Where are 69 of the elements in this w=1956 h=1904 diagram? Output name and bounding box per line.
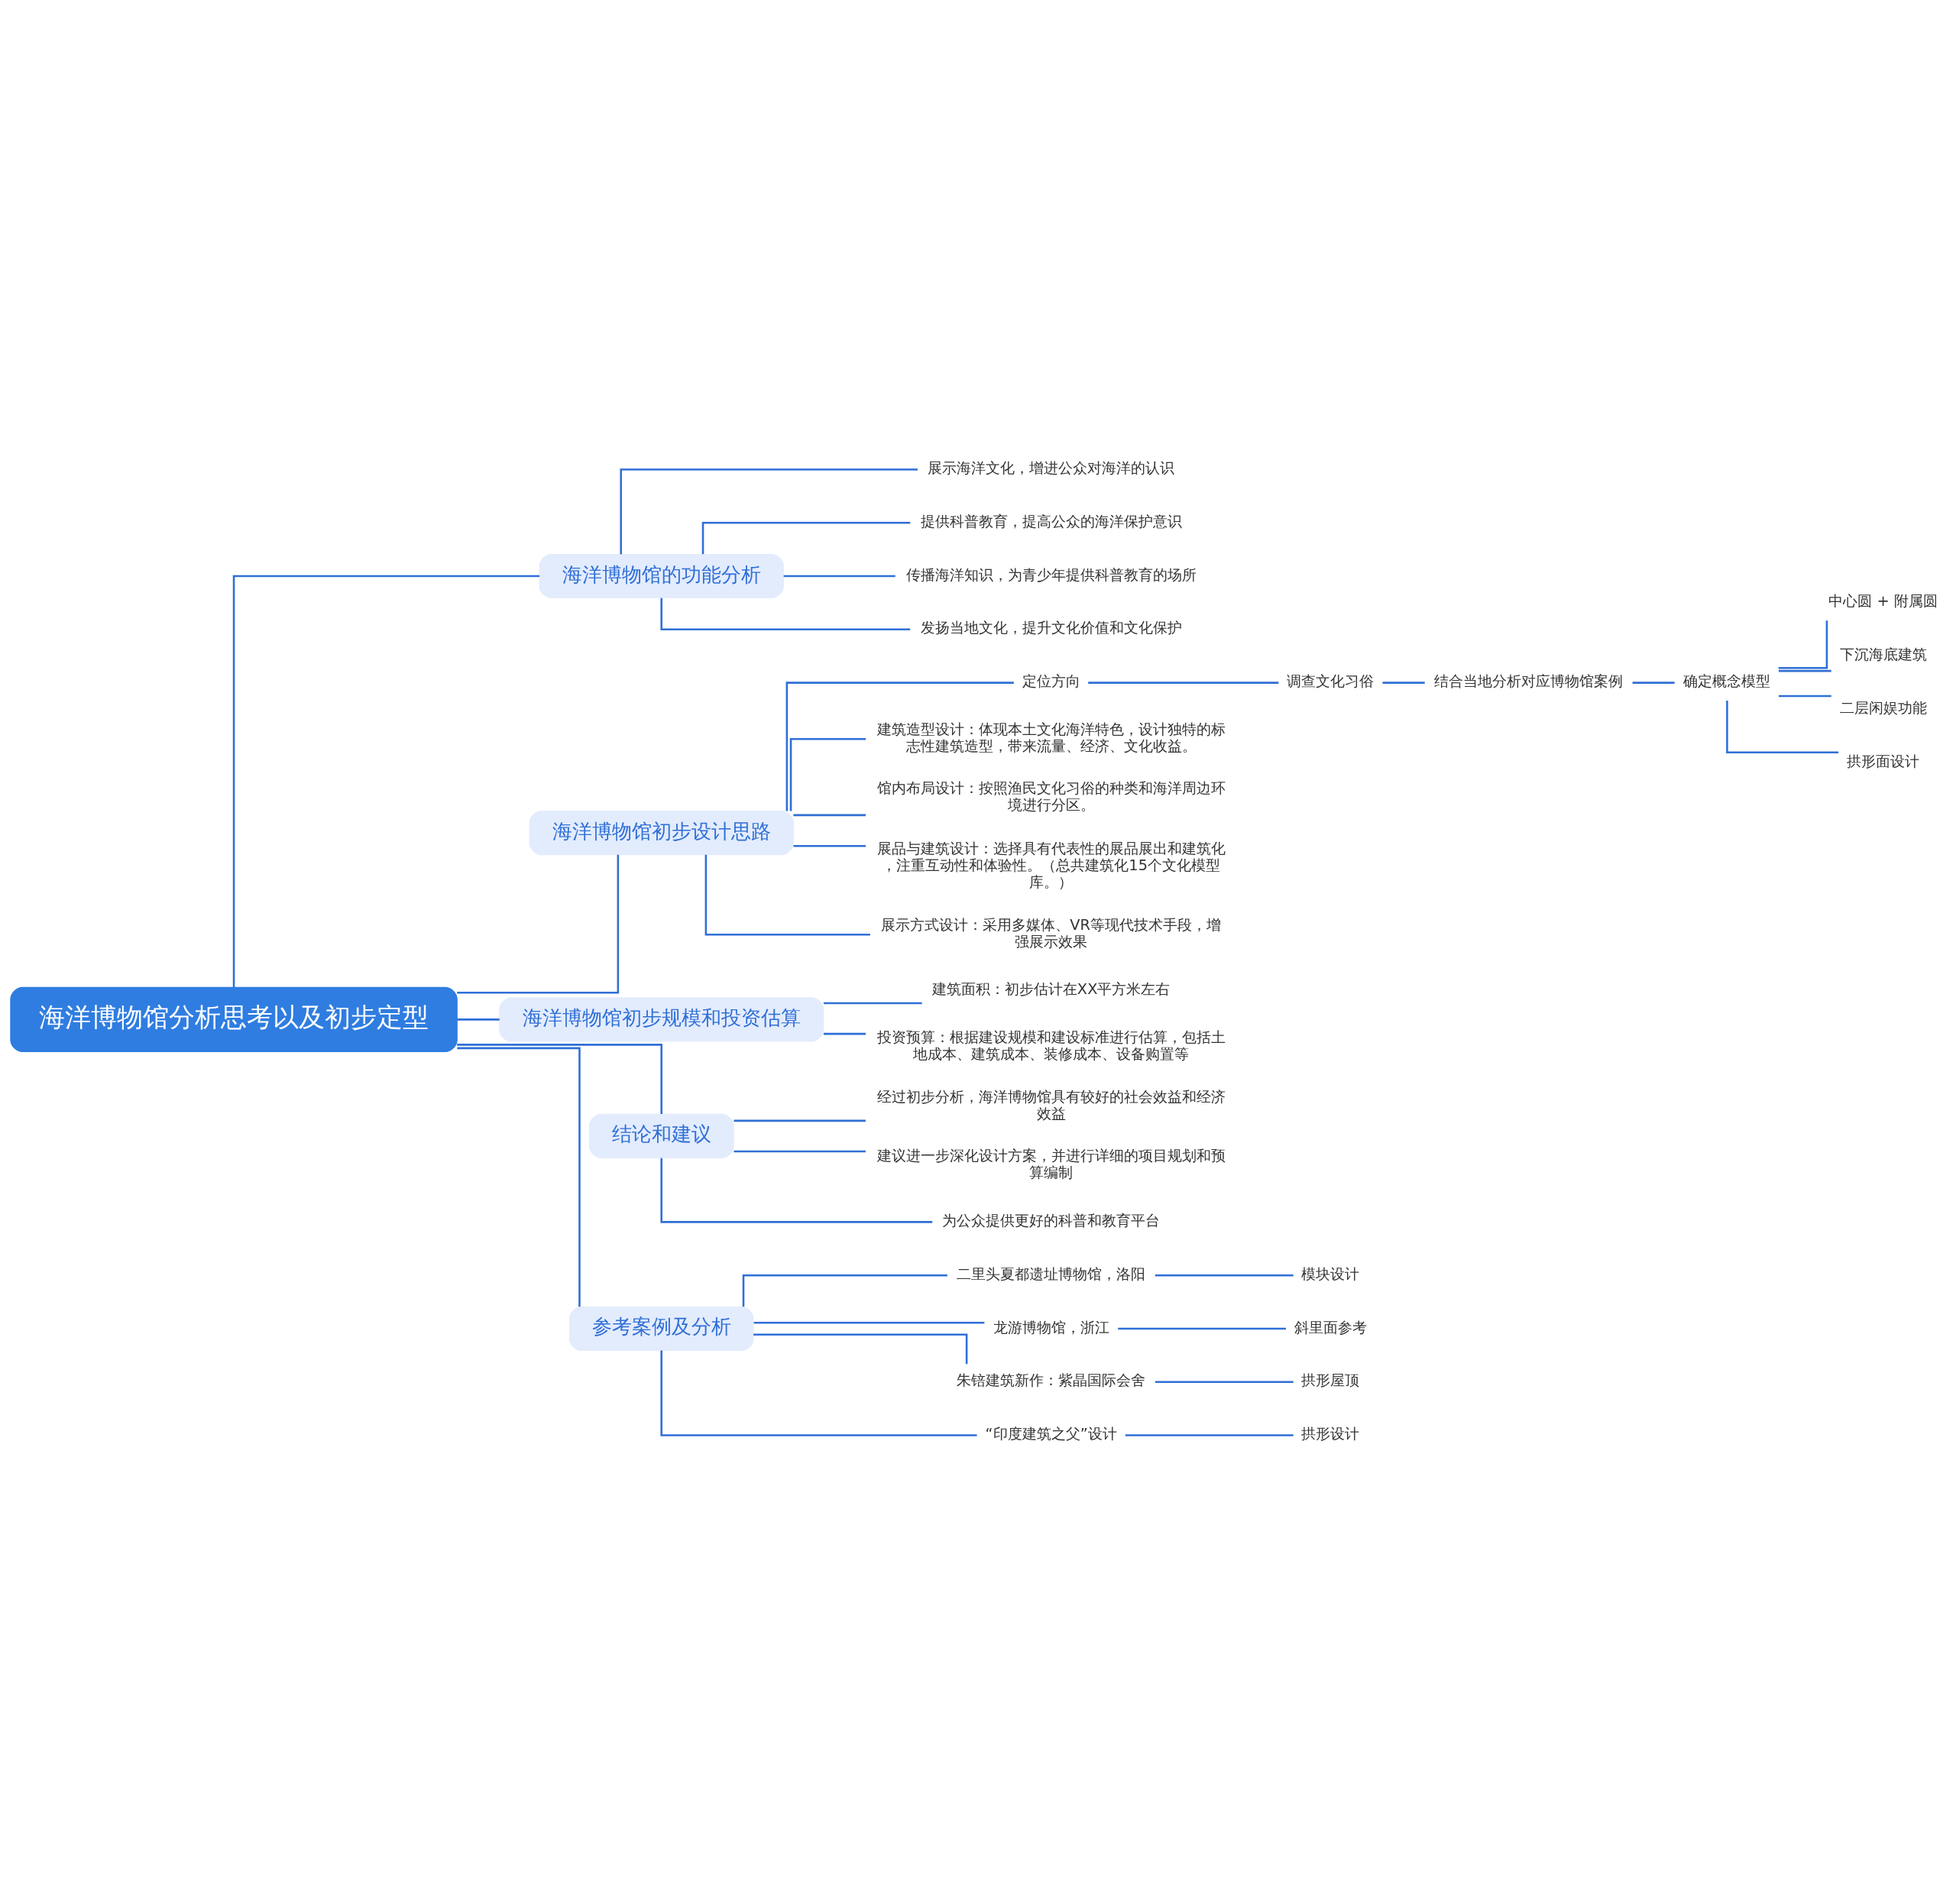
- connector: [1779, 695, 1831, 697]
- connector: [742, 1274, 947, 1307]
- connector: [457, 854, 620, 993]
- node-text: 模块设计: [1301, 1264, 1360, 1283]
- node-text: 斜里面参考: [1294, 1317, 1367, 1336]
- node-text: 中心圆 + 附属圆: [1828, 591, 1938, 610]
- connector: [1778, 620, 1828, 669]
- connector: [660, 1158, 933, 1223]
- connector: [1088, 681, 1279, 684]
- node-text: “印度建筑之父”设计: [985, 1424, 1117, 1443]
- connector: [620, 468, 918, 554]
- node-text: 传播海洋知识，为青少年提供科普教育的场所: [905, 565, 1197, 584]
- node-box: 海洋博物馆初步设计思路: [529, 810, 794, 855]
- connector: [753, 1321, 985, 1323]
- node-text: 龙游博物馆，浙江: [993, 1317, 1109, 1336]
- connector: [232, 575, 540, 987]
- node-text: 二层闲娱功能: [1839, 698, 1927, 717]
- node-text: 结合当地分析对应博物馆案例: [1434, 672, 1624, 690]
- node-text: 拱形设计: [1301, 1424, 1360, 1443]
- connector: [1154, 1380, 1294, 1383]
- node-box: 海洋博物馆初步规模和投资估算: [499, 996, 824, 1041]
- connector: [785, 681, 1014, 811]
- node-text: 馆内布局设计：按照渔民文化习俗的种类和海洋周边环境进行分区。: [876, 779, 1226, 814]
- node-text: 调查文化习俗: [1287, 672, 1375, 690]
- node-text: 提供科普教育，提高公众的海洋保护意识: [920, 512, 1182, 530]
- connector: [1632, 681, 1675, 684]
- node-text: 定位方向: [1022, 672, 1080, 690]
- connector: [753, 1332, 968, 1364]
- node-text: 展品与建筑设计：选择具有代表性的展品展出和建筑化，注重互动性和体验性。（总共建筑化15个文化模型库。）: [876, 839, 1226, 891]
- node-text: 拱形面设计: [1847, 752, 1920, 770]
- connector: [457, 1018, 500, 1021]
- connector: [660, 597, 911, 630]
- node-text: 展示方式设计：采用多媒体、VR等现代技术手段，增强展示效果: [881, 915, 1222, 950]
- node-text: 经过初步分析，海洋博物馆具有较好的社会效益和经济效益: [876, 1087, 1226, 1122]
- node-text: 发扬当地文化，提升文化价值和文化保护: [920, 618, 1182, 636]
- node-text: 展示海洋文化，增进公众对海洋的认识: [928, 458, 1175, 477]
- node-box: 海洋博物馆分析思考以及初步定型: [10, 986, 458, 1052]
- connector: [704, 854, 870, 936]
- connector: [1382, 681, 1425, 684]
- node-text: 确定概念模型: [1682, 672, 1770, 690]
- connector: [1118, 1327, 1287, 1329]
- connector: [701, 521, 911, 554]
- connector: [457, 1047, 581, 1307]
- connector: [1726, 700, 1839, 753]
- node-text: 拱形屋顶: [1301, 1371, 1360, 1389]
- connector: [793, 814, 866, 816]
- connector: [1125, 1433, 1294, 1436]
- connector: [660, 1350, 977, 1436]
- connector: [1779, 669, 1831, 672]
- node-text: 二里头夏都遗址博物馆，洛阳: [957, 1264, 1146, 1283]
- node-text: 下沉海底建筑: [1839, 645, 1927, 663]
- node-box: 参考案例及分析: [568, 1306, 754, 1351]
- connector: [734, 1150, 866, 1152]
- node-box: 海洋博物馆的功能分析: [539, 553, 784, 598]
- connector: [783, 575, 895, 577]
- connector: [457, 1043, 663, 1114]
- node-text: 朱锫建筑新作：紫晶国际会舍: [957, 1371, 1146, 1389]
- node-box: 结论和建议: [588, 1113, 734, 1158]
- connector: [734, 1119, 866, 1122]
- node-text: 建筑造型设计：体现本土文化海洋特色，设计独特的标志性建筑造型，带来流量、经济、文化收益。: [876, 720, 1226, 755]
- connector: [823, 1032, 866, 1035]
- connector: [823, 1002, 922, 1004]
- node-text: 建议进一步深化设计方案，并进行详细的项目规划和预算编制: [876, 1146, 1226, 1181]
- node-text: 建筑面积：初步估计在XX平方米左右: [931, 980, 1171, 998]
- node-text: 投资预算：根据建设规模和建设标准进行估算，包括土地成本、建筑成本、装修成本、设备购置等: [876, 1028, 1226, 1063]
- connector: [789, 737, 866, 811]
- node-text: 为公众提供更好的科普和教育平台: [942, 1211, 1161, 1229]
- connector: [1154, 1274, 1294, 1276]
- connector: [793, 844, 866, 847]
